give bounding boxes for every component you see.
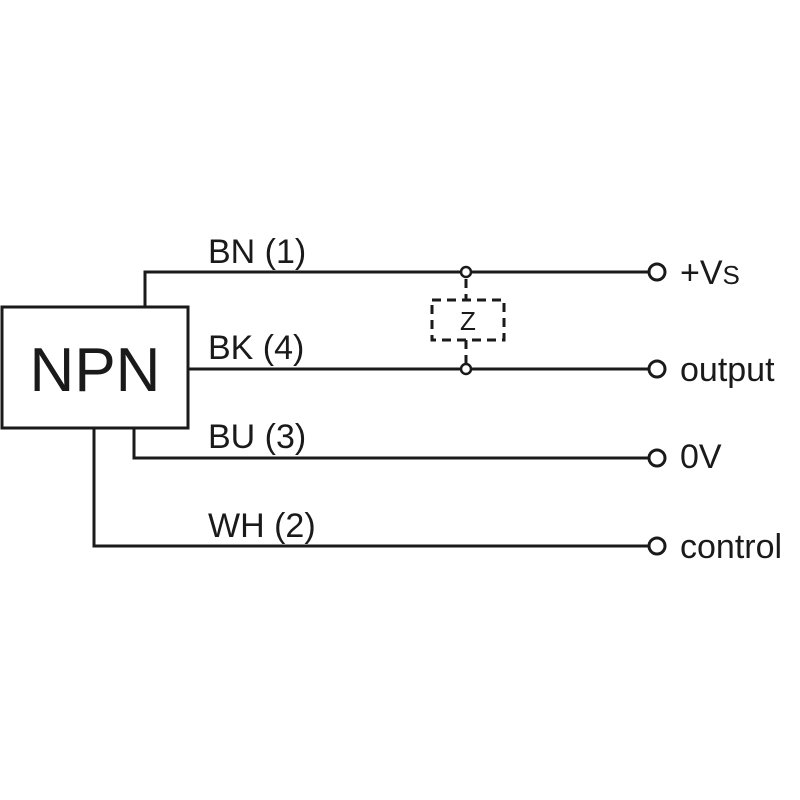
- wire-bn-label: BN (1): [208, 233, 306, 271]
- load-z-box: [430, 298, 506, 342]
- terminal-vs-subscript: S: [723, 260, 740, 290]
- npn-sensor-box: [0, 305, 190, 430]
- wire-bu: [132, 428, 648, 460]
- terminal-output-label: output: [680, 351, 775, 389]
- terminal-control-label: control: [680, 528, 782, 566]
- terminal-vs: [647, 262, 667, 282]
- wire-wh: [92, 428, 648, 548]
- terminal-vs-label: +VS: [680, 254, 740, 292]
- sensor-type-label: NPN: [30, 336, 161, 405]
- terminal-output: [647, 359, 667, 379]
- wire-bk-label: BK (4): [208, 329, 304, 367]
- junction-bn: [459, 265, 473, 279]
- terminal-0v: [647, 448, 667, 468]
- terminal-0v-label: 0V: [680, 438, 722, 476]
- load-z-label: Z: [460, 306, 476, 336]
- wire-bu-label: BU (3): [208, 418, 306, 456]
- wire-wh-label: WH (2): [208, 507, 316, 545]
- terminal-control: [647, 536, 667, 556]
- junction-bk: [459, 362, 473, 376]
- wire-bn: [143, 270, 648, 306]
